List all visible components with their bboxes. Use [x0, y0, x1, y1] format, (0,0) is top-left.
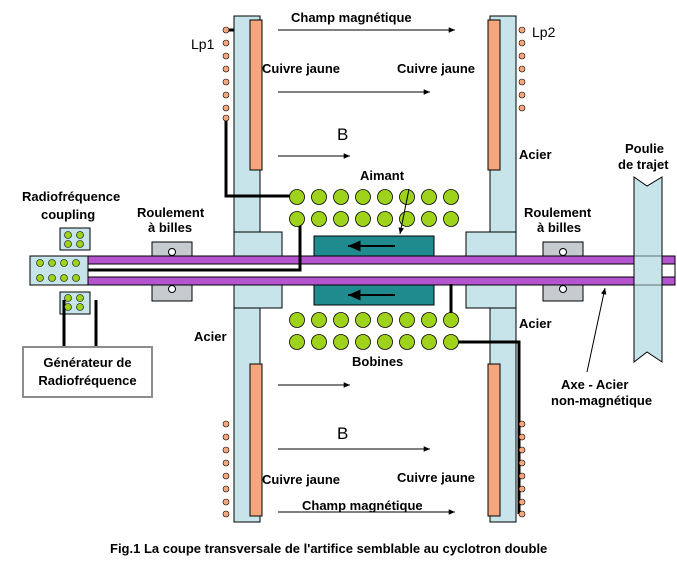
label-roulement-left-2: à billes — [148, 220, 192, 235]
lp-coil-bottom-left — [222, 420, 230, 518]
label-poulie-2: de trajet — [618, 157, 669, 172]
pulley — [633, 176, 663, 364]
label-cuivre-top-left: Cuivre jaune — [262, 61, 340, 76]
label-lp2: Lp2 — [532, 24, 556, 40]
label-champ-bottom: Champ magnétique — [302, 498, 423, 513]
label-roulement-right-2: à billes — [537, 220, 581, 235]
lp-coil-bottom-right — [518, 420, 526, 518]
label-cuivre-bottom-right: Cuivre jaune — [397, 470, 475, 485]
label-lp1: Lp1 — [191, 36, 215, 52]
label-aimant: Aimant — [360, 168, 405, 183]
steel-disk-top-left — [233, 15, 283, 257]
label-axe-2: non-magnétique — [551, 393, 652, 408]
label-acier-bottom-left: Acier — [194, 329, 227, 344]
label-acier-bottom-right: Acier — [519, 316, 552, 331]
rf-generator-box: Générateur de Radiofréquence — [22, 346, 153, 398]
field-arrows — [278, 27, 607, 515]
label-acier-top-right: Acier — [519, 147, 552, 162]
bearing-right — [542, 241, 584, 302]
label-rf-coupling-1: Radiofréquence — [22, 189, 120, 204]
bobines-bottom — [289, 312, 459, 350]
label-b-top: B — [337, 125, 348, 144]
label-champ-top: Champ magnétique — [291, 10, 412, 25]
bobines-top — [289, 189, 459, 227]
steel-disk-top-right — [465, 15, 517, 257]
bearing-left — [151, 241, 193, 302]
steel-disk-bottom-right — [465, 283, 517, 523]
lp2-coil — [518, 26, 526, 112]
label-roulement-right-1: Roulement — [524, 205, 592, 220]
label-bobines: Bobines — [352, 354, 403, 369]
label-roulement-left-1: Roulement — [137, 205, 205, 220]
rf-generator-label-1: Générateur de — [43, 355, 132, 370]
lp1-coil — [222, 26, 230, 122]
label-b-bottom: B — [337, 424, 348, 443]
label-axe-1: Axe - Acier — [561, 377, 628, 392]
label-rf-coupling-2: coupling — [41, 207, 95, 222]
rf-generator-label-2: Radiofréquence — [38, 373, 137, 388]
rf-coupling-dots — [36, 231, 84, 311]
label-cuivre-bottom-left: Cuivre jaune — [262, 472, 340, 487]
label-poulie-1: Poulie — [625, 141, 664, 156]
label-cuivre-top-right: Cuivre jaune — [397, 61, 475, 76]
figure-caption: Fig.1 La coupe transversale de l'artific… — [110, 541, 547, 556]
